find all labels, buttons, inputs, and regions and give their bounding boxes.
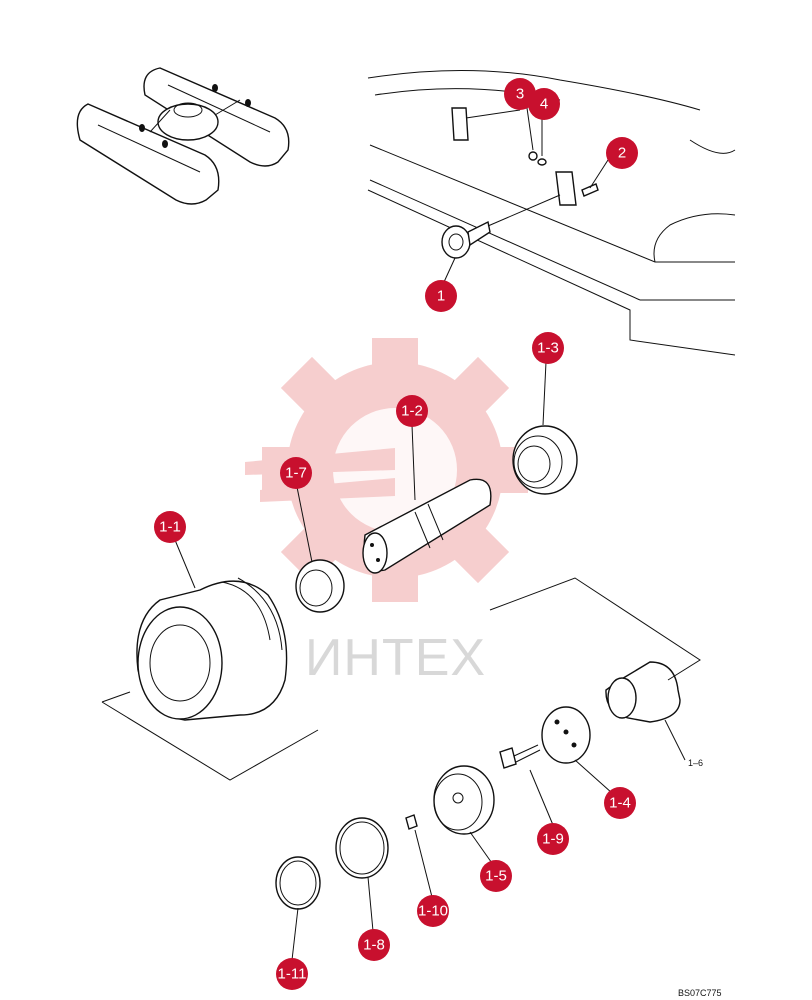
watermark: ИНТЕХ — [245, 338, 528, 687]
svg-text:4: 4 — [540, 96, 548, 113]
callout-1-10[interactable]: 1-10 — [417, 895, 449, 927]
undercarriage-overview — [76, 67, 290, 205]
o-ring-part — [335, 817, 389, 879]
watermark-text: ИНТЕХ — [305, 629, 486, 687]
callout-1-7[interactable]: 1-7 — [280, 457, 312, 489]
cover-part — [541, 706, 591, 764]
bushing-part — [489, 577, 701, 761]
shaft-part — [362, 478, 492, 574]
snap-ring-part — [275, 856, 321, 910]
callout-1-11[interactable]: 1-11 — [276, 958, 308, 990]
callout-1-5[interactable]: 1-5 — [480, 860, 512, 892]
seal-part — [295, 559, 345, 613]
callout-2[interactable]: 2 — [606, 137, 638, 169]
svg-text:1-11: 1-11 — [278, 966, 307, 983]
svg-text:1-7: 1-7 — [285, 465, 307, 482]
frame-assembly — [367, 70, 736, 356]
svg-text:1-8: 1-8 — [363, 937, 385, 954]
callout-1-3[interactable]: 1-3 — [532, 332, 564, 364]
plug-part — [405, 765, 495, 835]
svg-text:1-5: 1-5 — [485, 868, 507, 885]
svg-text:1-10: 1-10 — [418, 903, 448, 920]
label-1-6[interactable]: 1–6 — [688, 758, 703, 768]
drawing-code: BS07C775 — [678, 988, 722, 998]
svg-text:1-9: 1-9 — [542, 831, 564, 848]
callout-1-8[interactable]: 1-8 — [358, 929, 390, 961]
collar-part — [512, 425, 578, 495]
svg-text:1-2: 1-2 — [401, 403, 423, 420]
svg-text:1-1: 1-1 — [159, 519, 181, 536]
svg-text:1: 1 — [437, 288, 445, 305]
svg-text:3: 3 — [516, 86, 524, 103]
svg-text:1-4: 1-4 — [609, 795, 631, 812]
callout-3[interactable]: 3 — [504, 78, 536, 110]
callout-1[interactable]: 1 — [425, 280, 457, 312]
svg-text:2: 2 — [618, 145, 626, 162]
leader-lines — [174, 107, 613, 961]
callouts: 1 2 3 4 1-1 1-2 1-3 1-4 1-5 1-7 1-8 — [154, 78, 638, 990]
bolt-part — [499, 744, 541, 769]
callout-1-1[interactable]: 1-1 — [154, 511, 186, 543]
callout-4[interactable]: 4 — [528, 88, 560, 120]
callout-1-2[interactable]: 1-2 — [396, 395, 428, 427]
svg-text:1-3: 1-3 — [537, 340, 559, 357]
roller-shell-part — [101, 577, 319, 781]
callout-1-9[interactable]: 1-9 — [537, 823, 569, 855]
callout-1-4[interactable]: 1-4 — [604, 787, 636, 819]
